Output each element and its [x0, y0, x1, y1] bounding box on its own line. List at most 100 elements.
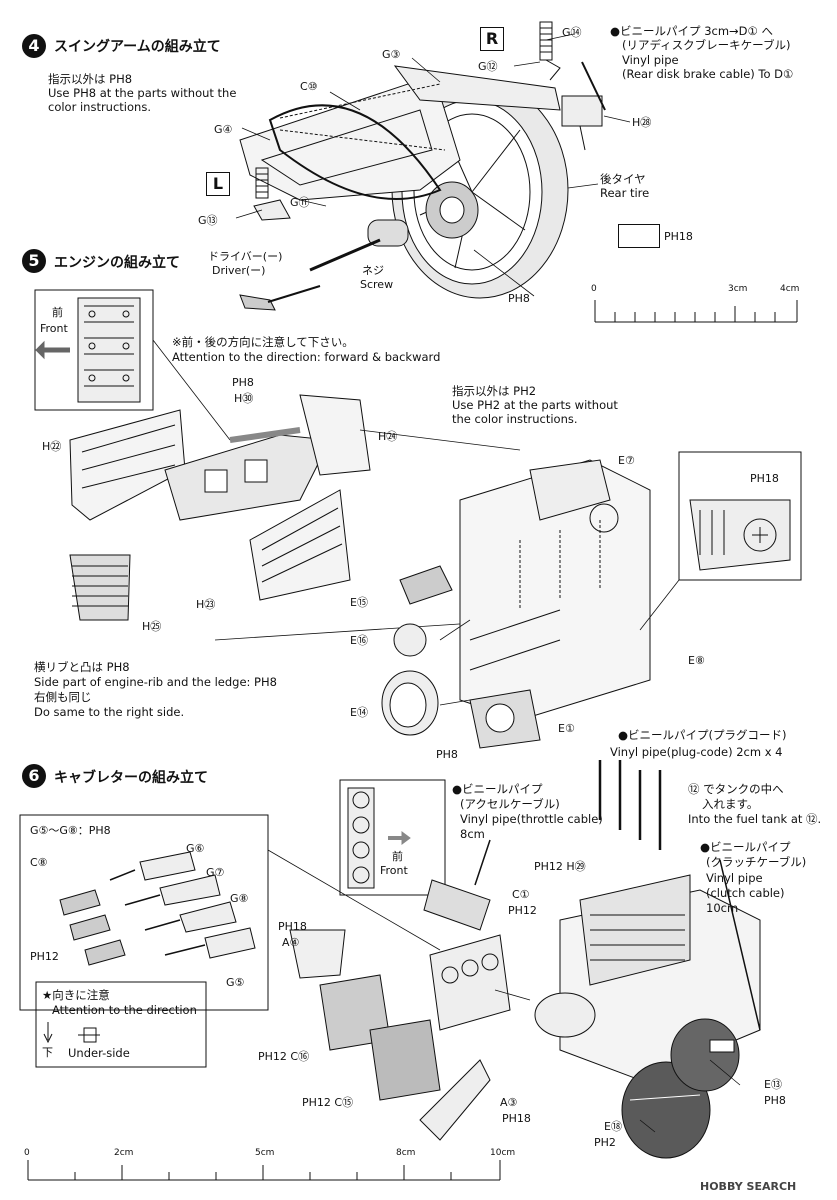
- throttle-pipe-en: Vinyl pipe(throttle cable): [460, 812, 603, 826]
- label-a4: A④: [282, 936, 300, 949]
- carb-inset-front-en: Front: [380, 864, 408, 877]
- label-e13: E⑬: [764, 1078, 782, 1091]
- part-e15-e16: [393, 565, 453, 657]
- vinyl-pipe-jp-2: (リアディスクブレーキケーブル): [622, 38, 791, 52]
- fuel-tank-note-en: Into the fuel tank at ⑫.: [688, 812, 822, 826]
- fuel-tank-note-jp-1: ⑫ でタンクの中へ: [688, 782, 784, 796]
- label-g3: G③: [382, 48, 401, 61]
- step-4-note-jp: 指示以外は PH8: [48, 72, 133, 86]
- clutch-pipe-jp-1: ●ビニールパイプ: [700, 840, 791, 854]
- label-ph18-a3: PH18: [502, 1112, 531, 1125]
- label-g5: G⑤: [226, 976, 245, 989]
- engine-block-left-half: [69, 409, 186, 521]
- label-h25: H㉕: [142, 620, 162, 633]
- clutch-pipe-en-2: (clutch cable): [706, 886, 785, 900]
- cylinder-fins-part: [69, 554, 131, 621]
- label-c1: C①: [512, 888, 530, 901]
- carb-inset-front-jp: 前: [392, 850, 403, 863]
- fuel-tank-note-jp-2: 入れます。: [702, 797, 759, 811]
- underside-en: Under-side: [68, 1046, 130, 1060]
- rear-tire-en: Rear tire: [600, 186, 650, 200]
- scale-top-4cm: 4cm: [780, 284, 800, 294]
- airbox-parts: [289, 929, 491, 1141]
- watermark: HOBBY SEARCH: [700, 1180, 797, 1193]
- gear-cover-e14: [381, 670, 439, 736]
- color-swatch-box: [618, 224, 660, 248]
- label-e18: E⑱: [604, 1120, 622, 1133]
- carb-detail-frame: [19, 814, 269, 1068]
- same-side-en: Do same to the right side.: [34, 705, 185, 719]
- carb-front-inset: [339, 779, 446, 896]
- label-ph8-cover: PH8: [436, 748, 458, 761]
- color-swatch-label: PH18: [664, 230, 693, 243]
- zoom-inset-ph18: [678, 451, 802, 581]
- direction-inset-frame: [34, 289, 154, 411]
- label-ph18-airbox: PH18: [278, 920, 307, 933]
- label-ph12-c16: PH12 C⑯: [258, 1050, 310, 1063]
- scale-bottom-2cm: 2cm: [114, 1148, 134, 1158]
- label-ph12-plate: PH12: [508, 904, 537, 917]
- engine-cover-e13: [670, 1018, 740, 1092]
- step-5-number: 5: [22, 249, 46, 273]
- label-h22: H㉒: [42, 440, 62, 453]
- label-e15: E⑮: [350, 596, 368, 609]
- label-g14: G⑭: [562, 26, 582, 39]
- label-g8: G⑧: [230, 892, 249, 905]
- label-ph8-engine: PH8: [232, 376, 254, 389]
- label-ph8-wheel: PH8: [508, 292, 530, 305]
- clutch-pipe-jp-2: (クラッチケーブル): [706, 855, 807, 869]
- vinyl-pipe-en-2: (Rear disk brake cable) To D①: [622, 67, 794, 81]
- rib-note-jp: 横リブと凸は PH8: [34, 660, 130, 674]
- label-h30: H㉚: [234, 392, 254, 405]
- crankshaft-drawing: [164, 427, 331, 521]
- carb-plate-c1: [423, 879, 491, 931]
- label-a3: A③: [500, 1096, 518, 1109]
- pipe-symbol: [78, 1027, 100, 1043]
- scale-bottom-zero: 0: [24, 1148, 30, 1158]
- attention-direction-en: Attention to the direction: forward & ba…: [172, 350, 441, 364]
- cover-part-e1: [469, 689, 541, 749]
- label-g11: G⑪: [290, 196, 310, 209]
- scale-top-3cm: 3cm: [728, 284, 748, 294]
- step-4-note-en-2: color instructions.: [48, 100, 151, 114]
- attention-direction-jp: ※前・後の方向に注意して下さい。: [172, 335, 354, 349]
- step-5-note-en-2: the color instructions.: [452, 412, 578, 426]
- label-g4: G④: [214, 123, 233, 136]
- left-side-badge: L: [206, 172, 230, 196]
- screw-label-jp: ネジ: [362, 264, 384, 277]
- plug-pipe-jp: ●ビニールパイプ(プラグコード): [618, 728, 787, 742]
- right-side-badge: R: [480, 27, 504, 51]
- label-g13: G⑬: [198, 214, 218, 227]
- scale-bottom-10cm: 10cm: [490, 1148, 516, 1158]
- label-ph18-inset: PH18: [750, 472, 779, 485]
- clutch-pipe-length: 10cm: [706, 901, 739, 915]
- vinyl-pipe-en-1: Vinyl pipe: [622, 53, 679, 67]
- vinyl-pipe-jp-1: ●ビニールパイプ 3cm→D① へ: [610, 24, 773, 38]
- rear-shock-right: [539, 21, 561, 81]
- label-e16: E⑯: [350, 634, 368, 647]
- clutch-pipe-en-1: Vinyl pipe: [706, 871, 763, 885]
- label-e1: E①: [558, 722, 575, 735]
- engine-block-right-half: [249, 394, 371, 601]
- rear-tire-jp: 後タイヤ: [600, 172, 646, 186]
- underside-jp: 下: [42, 1046, 53, 1059]
- label-g12: G⑫: [478, 60, 498, 73]
- scale-bottom-5cm: 5cm: [255, 1148, 275, 1158]
- step-6-number: 6: [22, 764, 46, 788]
- step-5-title: エンジンの組み立て: [54, 255, 180, 271]
- label-h23: H㉓: [196, 598, 216, 611]
- step-4-note-en-1: Use PH8 at the parts without the: [48, 86, 237, 100]
- underside-arrow: [43, 1022, 53, 1044]
- label-e7: E⑦: [618, 454, 635, 467]
- step-5-note-jp: 指示以外は PH2: [452, 384, 537, 398]
- label-ph12-h29: PH12 H㉙: [534, 860, 586, 873]
- label-e14: E⑭: [350, 706, 368, 719]
- label-h24: H㉔: [378, 430, 398, 443]
- throttle-pipe-length: 8cm: [460, 827, 485, 841]
- label-ph12-c15: PH12 C⑮: [302, 1096, 354, 1109]
- step-5-note-en-1: Use PH2 at the parts without: [452, 398, 618, 412]
- carb-bank: [429, 934, 511, 1031]
- label-c8: C⑧: [30, 856, 48, 869]
- attention-note-jp: ★向きに注意: [42, 988, 110, 1002]
